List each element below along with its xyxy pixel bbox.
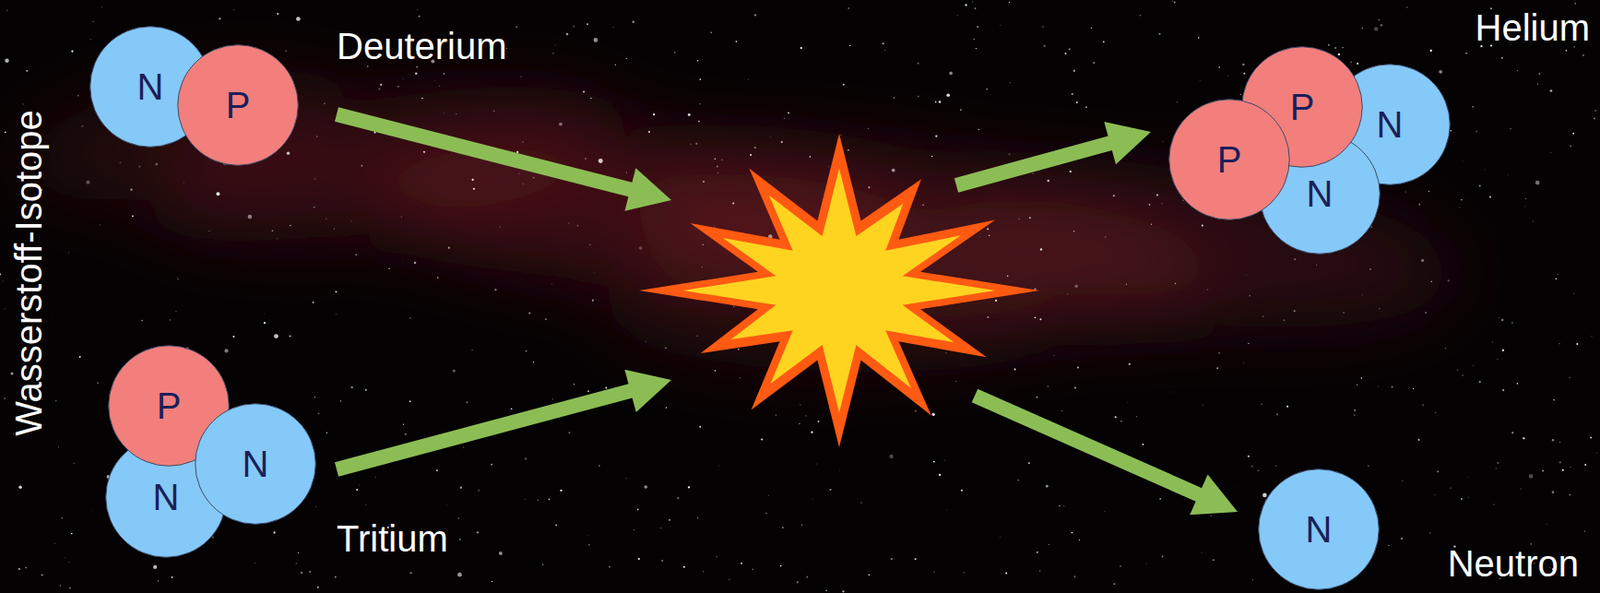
particle-letter: N bbox=[1257, 468, 1380, 591]
arrow-shaft bbox=[336, 114, 632, 190]
product-name: Helium bbox=[1475, 9, 1590, 47]
reaction-arrows bbox=[336, 114, 1238, 515]
isotope-name: Deuterium bbox=[336, 27, 508, 65]
product-name: Neutron bbox=[1447, 545, 1579, 582]
particle-letter: P bbox=[177, 44, 299, 166]
arrow-shaft bbox=[974, 395, 1201, 496]
particle-letter: P bbox=[1168, 98, 1291, 221]
proton-circle: P bbox=[177, 44, 299, 166]
arrow-head bbox=[1189, 474, 1238, 515]
proton-circle: P bbox=[1168, 98, 1291, 221]
neutron-circle: N bbox=[1257, 468, 1380, 591]
arrow-head bbox=[1103, 121, 1151, 165]
arrow-head bbox=[624, 167, 672, 211]
arrow-shaft bbox=[336, 390, 632, 470]
neutron-circle: N bbox=[194, 402, 317, 525]
particle-letter: N bbox=[194, 402, 317, 525]
explosion-inner bbox=[683, 167, 996, 413]
arrow-head bbox=[624, 369, 672, 413]
arrow-shaft bbox=[956, 142, 1113, 186]
isotope-name: Tritium bbox=[336, 520, 449, 558]
group-label: Wasserstoff-Isotope bbox=[10, 109, 48, 436]
